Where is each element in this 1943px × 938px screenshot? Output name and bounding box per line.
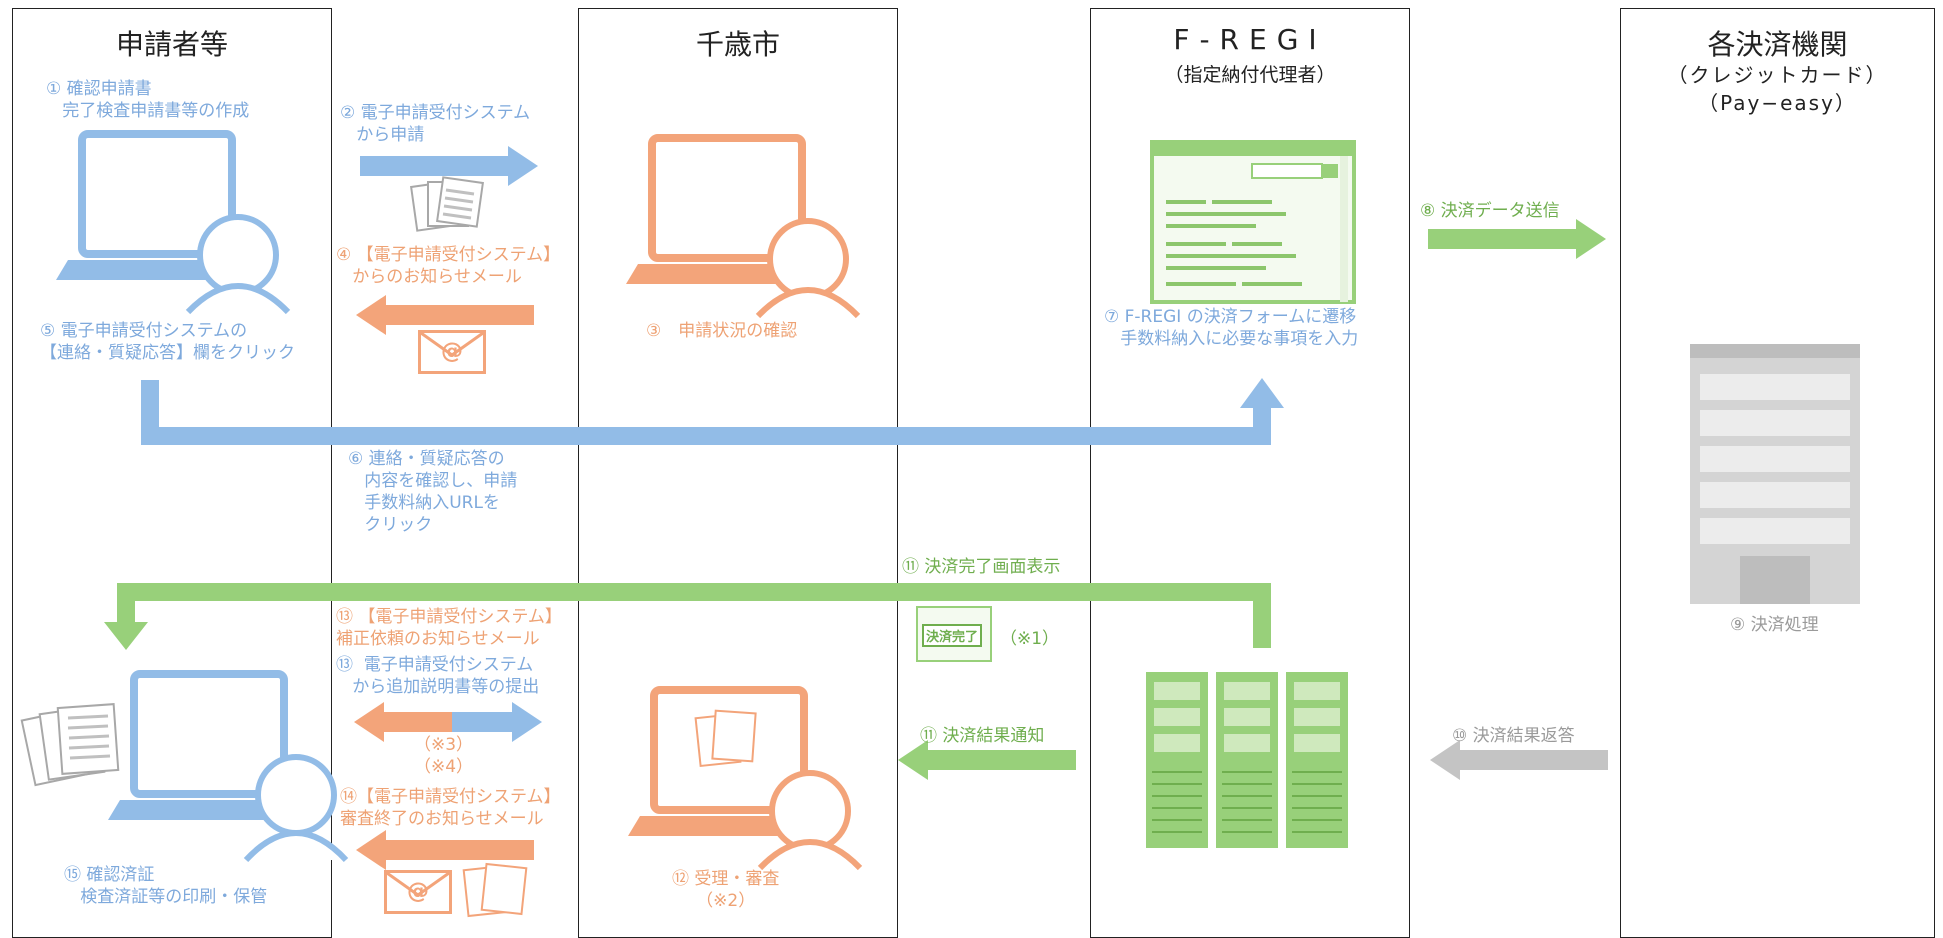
lane-applicant-title: 申請者等 xyxy=(115,28,228,61)
step-3-label: ③ 申請状況の確認 xyxy=(646,321,798,341)
email-at-bottom-icon: @ xyxy=(407,879,429,904)
arrow-14-mail xyxy=(356,830,534,870)
step-8-label: ⑧ 決済データ送信 xyxy=(1420,201,1560,221)
step-11b-label: ⑪ 決済結果通知 xyxy=(920,726,1045,746)
email-at-icon: @ xyxy=(441,339,463,364)
payment-server-icon xyxy=(1146,672,1348,848)
note-1-label: （※1） xyxy=(1000,629,1060,649)
payment-institution-building-icon xyxy=(1690,344,1860,604)
step-13a-label: ⑬ 【電子申請受付システム】 補正依頼のお知らせメール xyxy=(336,607,562,649)
step-7-label: ⑦ F-REGI の決済フォームに遷移 手数料納入に必要な事項を入力 xyxy=(1104,307,1359,349)
arrow-13-bidirectional xyxy=(354,702,542,742)
lane-city-title: 千歳市 xyxy=(695,28,780,61)
document-stack-icon xyxy=(410,176,484,232)
step-1-label: ① 確認申請書 完了検査申請書等の作成 xyxy=(46,79,250,121)
applicant-laptop-bottom-icon xyxy=(108,670,349,863)
arrow-10-reply xyxy=(1430,740,1608,780)
applicant-laptop-icon xyxy=(56,130,291,315)
payment-complete-badge-label: 決済完了 xyxy=(922,624,983,647)
lane-fregi-subtitle: （指定納付代理者） xyxy=(1164,64,1336,86)
step-9-label: ⑨ 決済処理 xyxy=(1730,615,1819,635)
email-envelope-bottom-icon: @ xyxy=(384,870,452,914)
flow-arrow-11-complete xyxy=(104,583,1271,650)
lane-payment-title: 各決済機関 xyxy=(1707,28,1848,61)
step-6-label: ⑥ 連絡・質疑応答の 内容を確認し、申請 手数料納入URLを クリック xyxy=(348,449,518,535)
lane-fregi-title: F-REGI xyxy=(1173,23,1327,56)
step-4-label: ④ 【電子申請受付システム】 からのお知らせメール xyxy=(336,245,561,287)
flow-arrow-6-url xyxy=(141,378,1284,445)
arrow-8-send-data xyxy=(1428,219,1606,259)
arrow-2-submit xyxy=(360,146,538,186)
city-laptop-icon xyxy=(626,134,861,319)
step-15-label: ⑮ 確認済証 検査済証等の印刷・保管 xyxy=(64,865,268,907)
document-stack-bottom-icon xyxy=(462,862,528,918)
lane-payment-subtitle: （クレジットカード） （Pay−easy） xyxy=(1667,63,1888,115)
email-envelope-icon: @ xyxy=(418,330,486,374)
step-12-label: ⑫ 受理・審査 （※2） xyxy=(672,869,780,911)
payment-complete-screen-icon: 決済完了 xyxy=(916,606,992,662)
step-5-label: ⑤ 電子申請受付システムの 【連絡・質疑応答】欄をクリック xyxy=(40,321,295,363)
printed-documents-icon xyxy=(20,703,120,787)
arrow-11-result-notify xyxy=(898,740,1076,780)
step-13b-label: ⑬ 電子申請受付システム から追加説明書等の提出 xyxy=(336,655,540,697)
note-4-label: （※4） xyxy=(414,757,474,777)
step-2-label: ② 電子申請受付システム から申請 xyxy=(340,103,531,145)
note-3-label: （※3） xyxy=(414,735,474,755)
payment-form-browser-icon xyxy=(1150,140,1356,304)
step-14-label: ⑭【電子申請受付システム】 審査終了のお知らせメール xyxy=(340,787,561,829)
city-laptop-bottom-icon xyxy=(628,686,863,871)
arrow-4-mail xyxy=(356,295,534,335)
step-11a-label: ⑪ 決済完了画面表示 xyxy=(902,557,1061,577)
step-10-label: ⑩ 決済結果返答 xyxy=(1452,726,1575,746)
